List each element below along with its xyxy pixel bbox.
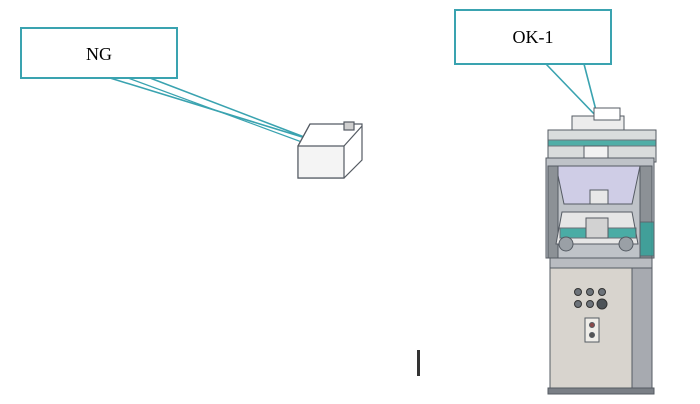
chamber-center-part <box>589 189 609 205</box>
key-switch <box>589 322 595 328</box>
ng-bin-edge <box>343 125 363 147</box>
ok-callout-label: OK-1 <box>513 27 554 47</box>
ng-bin-front <box>297 145 345 179</box>
cabinet-top-trim <box>549 257 653 269</box>
side-teal-rail <box>639 221 655 257</box>
cabinet-side <box>631 257 653 395</box>
ng-bin <box>297 121 363 179</box>
machine-cabinet <box>547 257 655 395</box>
panel-button <box>574 288 582 296</box>
chamber-interior <box>555 165 641 205</box>
machine-chamber <box>545 157 655 259</box>
key-switch-plate <box>584 317 600 343</box>
panel-button <box>586 288 594 296</box>
fixture-roller-right <box>618 236 634 252</box>
ng-callout-label: NG <box>86 44 112 64</box>
ng-callout-box <box>20 27 178 79</box>
fixture-block <box>585 217 609 239</box>
ok-callout-box <box>454 9 612 65</box>
control-panel <box>574 288 608 310</box>
machine <box>545 107 657 395</box>
panel-emergency-stop <box>596 298 608 310</box>
machine-top-unit <box>547 107 657 163</box>
key-switch-2 <box>589 332 595 338</box>
ok-callout: OK-1 <box>454 9 612 121</box>
ok-leader-line <box>545 63 600 121</box>
ng-callout: NG <box>20 27 319 149</box>
cabinet-base <box>547 387 655 395</box>
ng-bin-edge-2 <box>297 123 311 147</box>
panel-button <box>598 288 606 296</box>
fixture-roller-left <box>558 236 574 252</box>
panel-button <box>574 300 582 308</box>
ng-leader-line-inner <box>127 77 319 149</box>
top-teal-band <box>547 139 657 147</box>
top-block-cap <box>593 107 621 121</box>
ng-bin-slot <box>343 121 355 131</box>
small-marker <box>417 350 420 376</box>
panel-button <box>586 300 594 308</box>
